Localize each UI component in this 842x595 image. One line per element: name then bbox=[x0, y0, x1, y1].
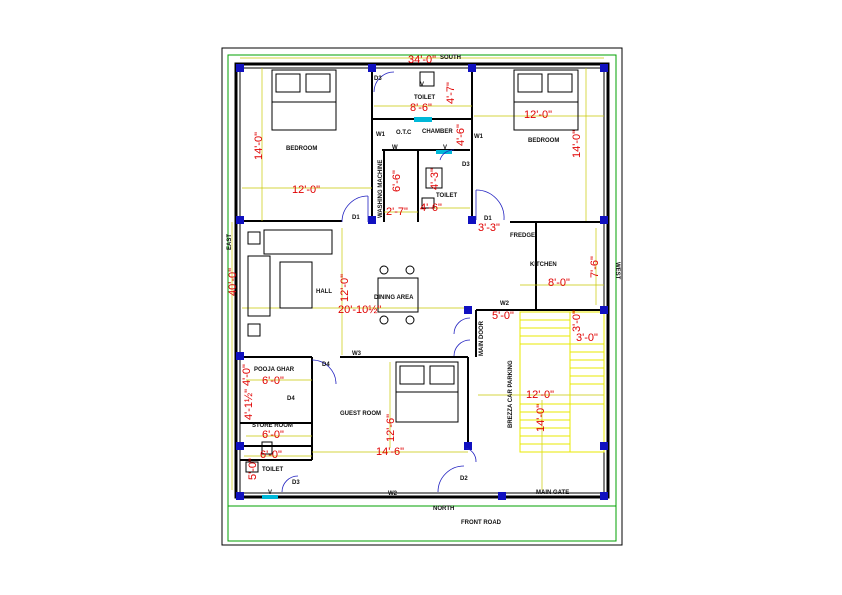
dimension-lines bbox=[231, 57, 604, 490]
tag-w: W bbox=[392, 145, 398, 151]
tag-d3-mid: D3 bbox=[462, 162, 470, 168]
dim-4-6-h: 4'-6" bbox=[420, 202, 442, 214]
dim-40-0: 40'-0" bbox=[227, 268, 239, 296]
dim-4-3: 4'-3" bbox=[429, 168, 441, 190]
dim-12-0-top: 12'-0" bbox=[524, 109, 552, 121]
room-guest: GUEST ROOM bbox=[340, 411, 381, 417]
dim-5-0-a: 5'-0" bbox=[492, 310, 514, 322]
dim-14-6: 14'-6" bbox=[376, 446, 404, 458]
dim-5-0-b: 5'-0" bbox=[247, 458, 259, 480]
dim-6-0-b: 6'-0" bbox=[262, 429, 284, 441]
dim-4-1: 4'-1½" bbox=[243, 389, 255, 420]
doors bbox=[281, 71, 505, 493]
compass-west: WEST bbox=[614, 262, 620, 280]
tag-d3-top: D3 bbox=[374, 76, 382, 82]
room-hall: HALL bbox=[316, 289, 332, 295]
columns bbox=[236, 64, 608, 500]
road-label: FRONT ROAD bbox=[461, 520, 502, 526]
dim-12-0-left: 12'-0" bbox=[292, 184, 320, 196]
dimensions: 34'-0" 8'-6" 4'-7" 12'-0" 14'-0" 14'-0" … bbox=[227, 54, 601, 480]
tag-v-mid: V bbox=[443, 145, 447, 151]
tag-v-top: V bbox=[420, 82, 424, 88]
dim-20-10: 20'-10½" bbox=[338, 304, 381, 316]
room-otc: O.T.C bbox=[396, 130, 412, 136]
tag-d2: D2 bbox=[460, 476, 468, 482]
dim-6-0-a: 6'-0" bbox=[262, 375, 284, 387]
dim-12-6: 12'-6" bbox=[385, 414, 397, 442]
tag-d1-right: D1 bbox=[484, 216, 492, 222]
tag-d4-left: D4 bbox=[322, 362, 330, 368]
dim-4-6-v: 4'-6" bbox=[455, 124, 467, 146]
outer-wall bbox=[234, 62, 610, 499]
room-main-gate: MAIN GATE bbox=[536, 490, 569, 496]
dim-2-7: 2'-7" bbox=[386, 206, 408, 218]
compass-east: EAST bbox=[227, 234, 233, 250]
dim-8-0: 8'-0" bbox=[548, 277, 570, 289]
labels: SOUTH NORTH EAST WEST FRONT ROAD BEDROOM… bbox=[227, 55, 620, 526]
room-toilet-mid: TOILET bbox=[436, 193, 458, 199]
interior-walls bbox=[240, 68, 604, 461]
windows bbox=[262, 117, 452, 499]
room-main-door: MAIN DOOR bbox=[479, 320, 485, 356]
dim-12-0-hall: 12'-0" bbox=[339, 274, 351, 302]
room-dining: DINING AREA bbox=[374, 295, 414, 301]
compass-north: NORTH bbox=[433, 506, 454, 512]
tag-w1-right: W1 bbox=[474, 134, 484, 140]
room-chamber: CHAMBER bbox=[422, 129, 453, 135]
dim-14-0-park: 14'-0" bbox=[535, 404, 547, 432]
tag-d1-left: D1 bbox=[352, 215, 360, 221]
dim-3-3: 3'-3" bbox=[478, 222, 500, 234]
furniture bbox=[245, 69, 579, 473]
tag-w2-mid: W2 bbox=[500, 301, 510, 307]
room-pooja: POOJA GHAR bbox=[254, 367, 295, 373]
dim-4-7: 4'-7" bbox=[445, 82, 457, 104]
tag-w2-bottom: W2 bbox=[388, 491, 398, 497]
dim-14-0-right: 14'-0" bbox=[571, 130, 583, 158]
dim-3-0: 3'-0" bbox=[571, 310, 583, 332]
dim-3-0-b: 3'-0" bbox=[576, 332, 598, 344]
tag-d3-bottom: D3 bbox=[292, 480, 300, 486]
dim-6-0-c: 6'-0" bbox=[260, 449, 282, 461]
dim-4-0: 4'-0" bbox=[241, 364, 253, 386]
tag-d4-store: D4 bbox=[287, 396, 295, 402]
dim-top-width: 34'-0" bbox=[408, 54, 436, 66]
room-store: STORE ROOM bbox=[252, 423, 293, 429]
dim-6-6: 6'-6" bbox=[391, 170, 403, 192]
compass-south: SOUTH bbox=[440, 55, 461, 61]
room-toilet-top: TOILET bbox=[414, 95, 436, 101]
room-toilet-bottom: TOILET bbox=[262, 467, 284, 473]
dim-8-6: 8'-6" bbox=[410, 102, 432, 114]
room-parking: BREZZA CAR PARKING bbox=[508, 360, 514, 428]
room-bedroom-left: BEDROOM bbox=[286, 146, 317, 152]
outer-wall-inner bbox=[239, 67, 605, 494]
dim-7-6: 7'-6" bbox=[589, 256, 601, 278]
tag-w3: W3 bbox=[352, 351, 362, 357]
room-kitchen: KITCHEN bbox=[530, 262, 557, 268]
tag-v-bottom: V bbox=[268, 490, 272, 496]
dim-14-0-left: 14'-0" bbox=[253, 132, 265, 160]
sheet-border bbox=[221, 47, 623, 546]
tag-w1-left: W1 bbox=[376, 132, 386, 138]
room-bedroom-right: BEDROOM bbox=[528, 138, 559, 144]
plot-boundary bbox=[227, 54, 617, 542]
dim-12-0-park: 12'-0" bbox=[526, 389, 554, 401]
room-washing: WASHING MACHINE bbox=[378, 160, 384, 218]
staircase bbox=[519, 311, 605, 453]
room-fredge: FREDGE bbox=[510, 233, 535, 239]
